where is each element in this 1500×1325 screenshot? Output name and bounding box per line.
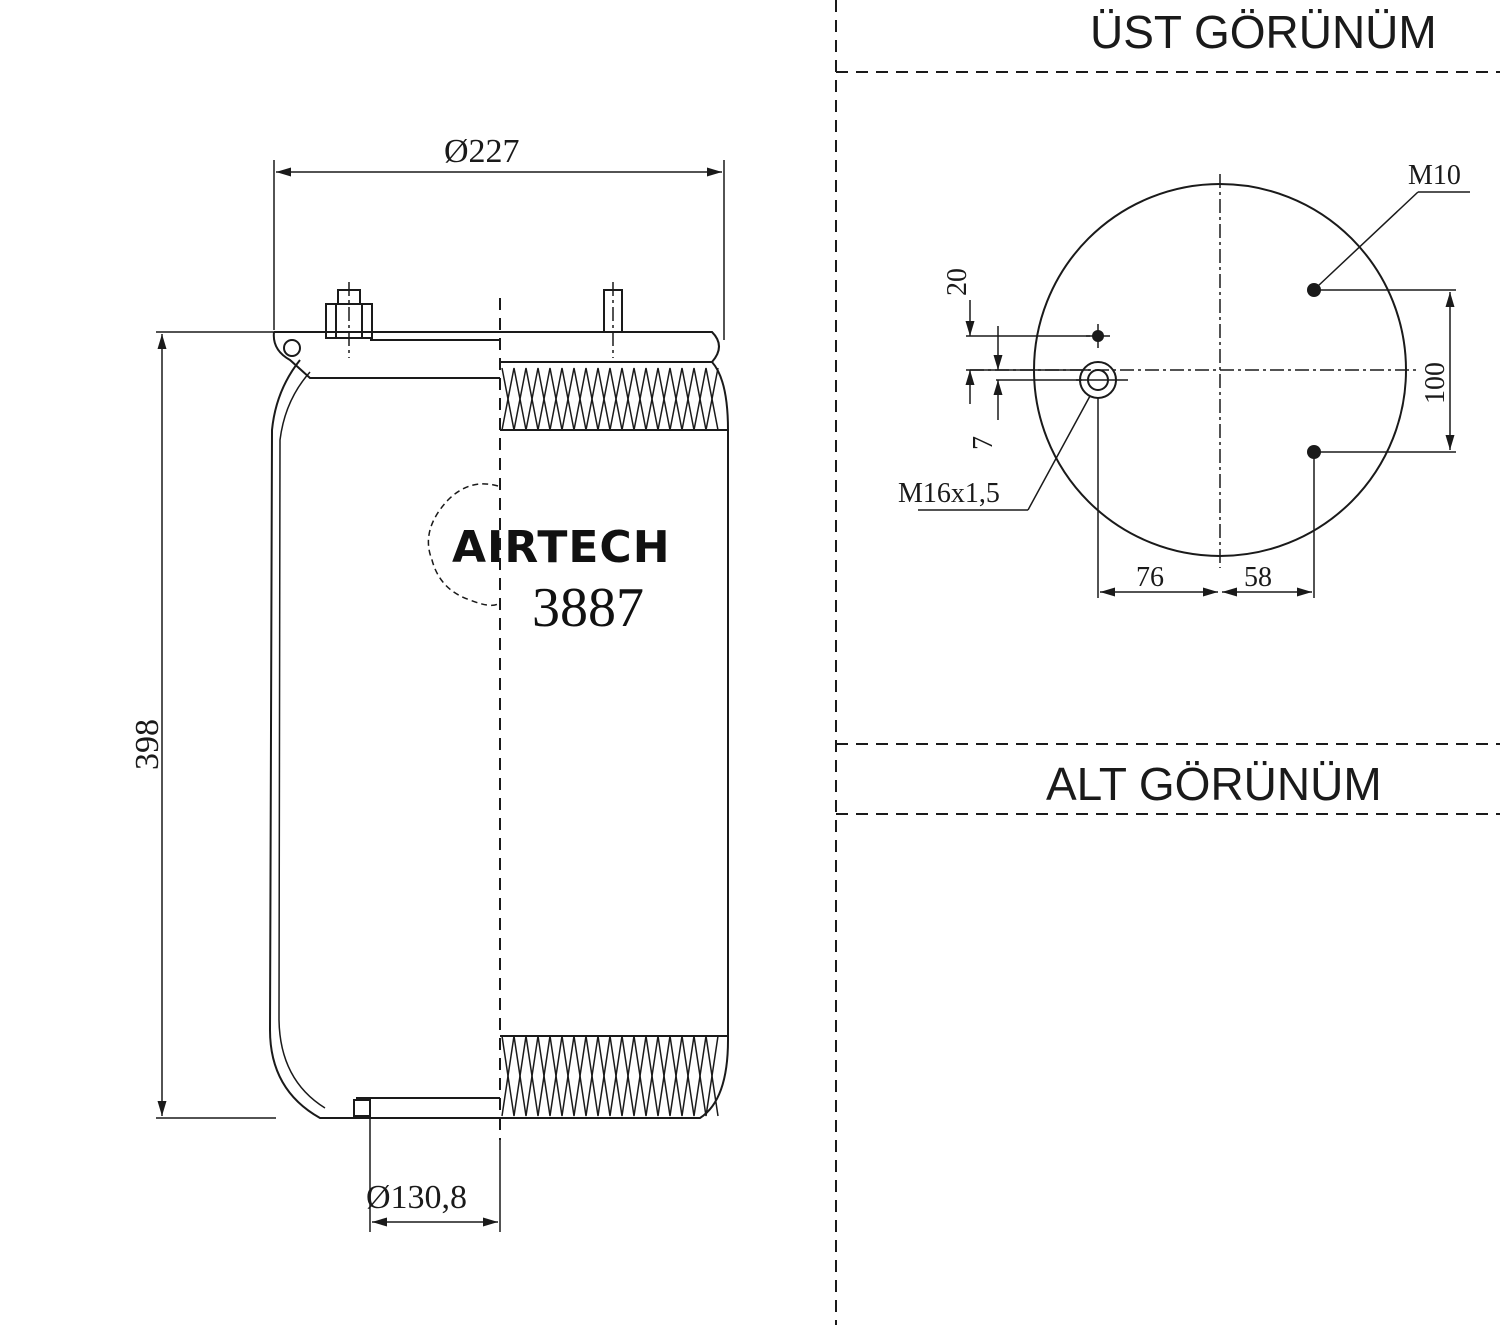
dimension-76-58	[1097, 398, 1315, 598]
m10-leader	[1317, 191, 1419, 287]
dimension-diameter-bottom	[369, 1118, 501, 1232]
m10-label: M10	[1408, 160, 1461, 191]
dim-58-label: 58	[1244, 562, 1272, 593]
mounting-stud	[603, 282, 623, 358]
dimension-height	[156, 331, 276, 1119]
dim-100-label: 100	[1420, 362, 1451, 404]
dimension-100	[1320, 289, 1456, 453]
model-number: 3887	[532, 577, 644, 639]
dimension-20-7	[965, 300, 1090, 420]
dimension-diameter-top	[273, 160, 725, 340]
height-label: 398	[129, 719, 166, 770]
bottom-view-title: ALT GÖRÜNÜM	[1046, 758, 1382, 810]
view-dividers	[835, 0, 1500, 1325]
brand-logo: AIRTECH	[452, 522, 671, 573]
dim-7-label: 7	[968, 436, 999, 450]
top-view-title: ÜST GÖRÜNÜM	[1090, 6, 1437, 58]
dim-20-label: 20	[942, 268, 973, 296]
diameter-top-label: Ø227	[444, 133, 520, 170]
air-fitting-nut	[325, 282, 373, 358]
air-spring-side-view	[268, 282, 729, 1140]
m16-leader	[1027, 395, 1091, 511]
top-view-plate	[970, 174, 1420, 568]
m16-label: M16x1,5	[898, 478, 1000, 509]
diameter-bottom-label: Ø130,8	[366, 1179, 467, 1216]
dim-76-label: 76	[1136, 562, 1164, 593]
